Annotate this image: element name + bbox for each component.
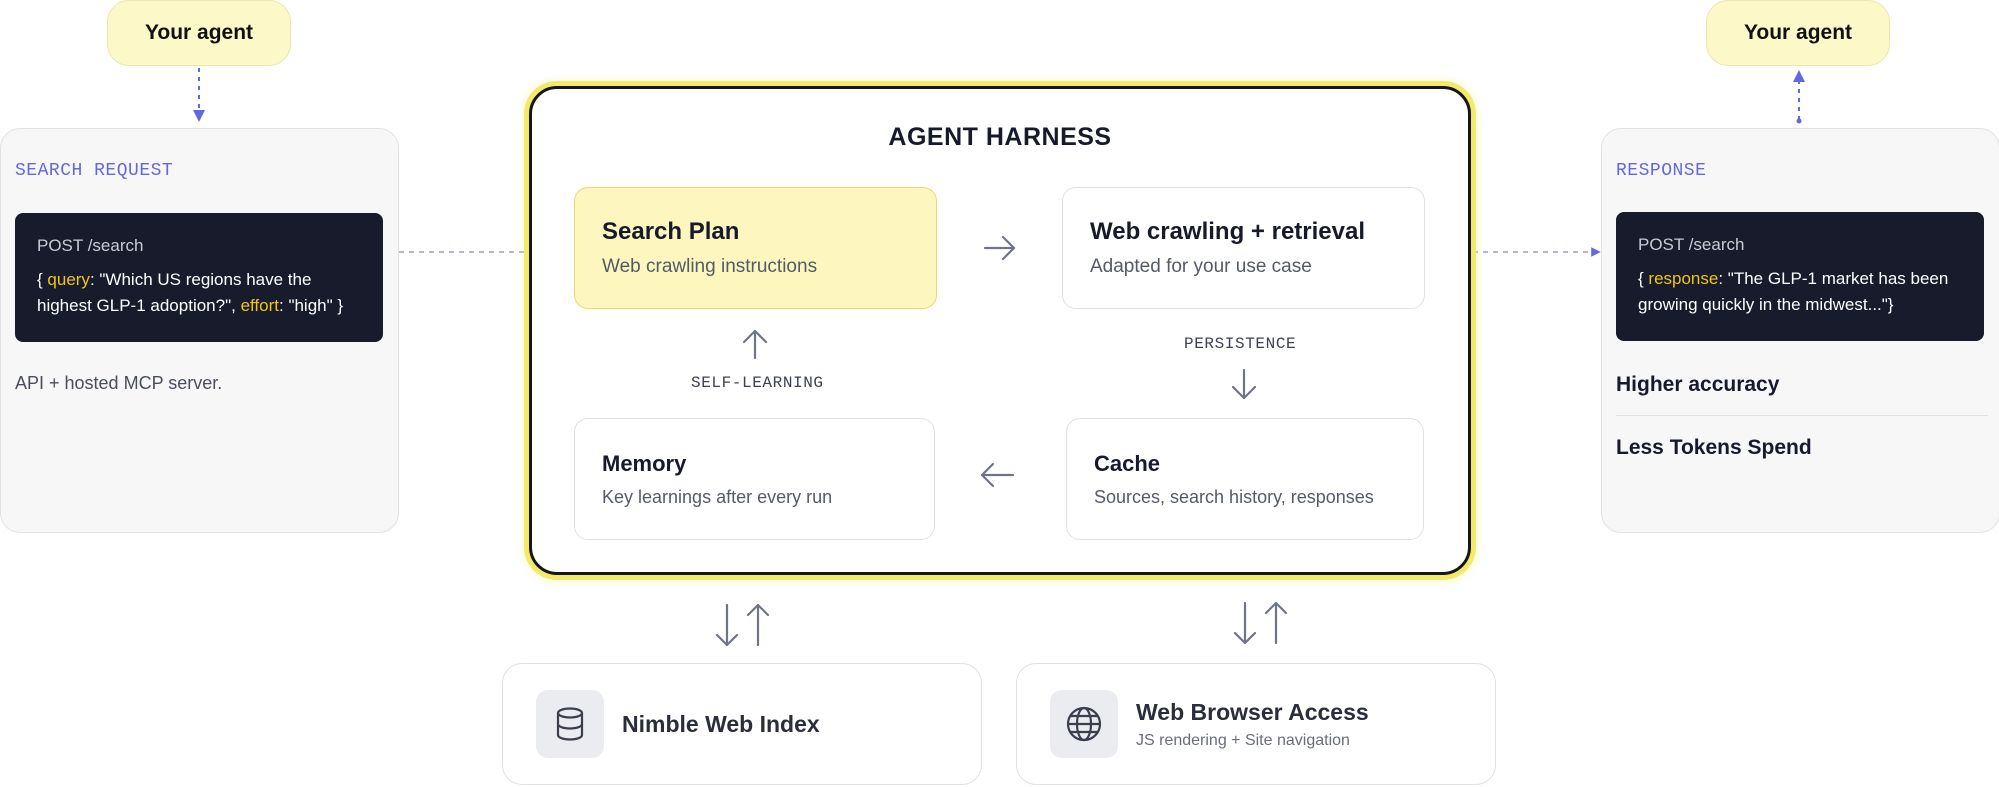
memory-title: Memory [602,450,687,476]
nimble-web-index-card: Nimble Web Index [502,663,982,785]
down-arrow-icon [1231,368,1257,400]
response-title: RESPONSE [1616,161,1707,181]
request-query-key: query [47,270,90,289]
response-method: POST /search [1638,235,1745,254]
web-browser-access-title: Web Browser Access [1136,698,1369,725]
cache-title: Cache [1094,450,1161,476]
database-icon [536,690,604,758]
request-brace: { [37,270,48,289]
self-learning-label: SELF-LEARNING [691,374,824,392]
response-panel: RESPONSE POST /search { response: "The G… [1601,128,1999,533]
benefit-less-tokens: Less Tokens Spend [1616,436,1812,459]
down-up-arrows-icon-right [1233,601,1288,645]
right-arrow-icon [983,235,1016,261]
response-key: response [1648,269,1719,288]
your-agent-left: Your agent [107,0,291,66]
request-effort-key: effort [240,296,279,315]
request-effort-value: : "high" } [279,296,344,315]
your-agent-right: Your agent [1706,0,1890,66]
request-method: POST /search [37,236,144,255]
cache-card: Cache Sources, search history, responses [1066,418,1424,540]
left-arrow-icon [980,462,1015,488]
web-browser-access-card: Web Browser Access JS rendering + Site n… [1016,663,1496,785]
search-request-caption: API + hosted MCP server. [15,373,223,393]
web-crawling-title: Web crawling + retrieval [1090,218,1366,245]
web-browser-access-subtitle: JS rendering + Site navigation [1136,731,1350,749]
response-code: POST /search { response: "The GLP-1 mark… [1616,212,1984,341]
benefit-divider [1616,415,1988,416]
search-plan-subtitle: Web crawling instructions [602,256,818,277]
memory-subtitle: Key learnings after every run [602,486,833,507]
nimble-web-index-title: Nimble Web Index [622,710,820,737]
response-brace: { [1638,269,1649,288]
search-request-title: SEARCH REQUEST [15,161,174,181]
globe-icon [1050,690,1118,758]
search-plan-card: Search Plan Web crawling instructions [574,187,937,309]
agent-harness-title: AGENT HARNESS [888,123,1112,151]
search-request-panel: SEARCH REQUEST POST /search { query: "Wh… [0,128,399,533]
persistence-label: PERSISTENCE [1184,335,1297,353]
request-query-value: : "Which US regions have the highest GLP… [37,270,312,315]
response-value: : "The GLP-1 market has been growing qui… [1638,269,1949,314]
cache-subtitle: Sources, search history, responses [1094,486,1374,507]
search-plan-title: Search Plan [602,218,740,245]
web-crawling-card: Web crawling + retrieval Adapted for you… [1062,187,1425,309]
up-arrow-icon [742,329,768,360]
search-request-code: POST /search { query: "Which US regions … [15,213,383,342]
down-up-arrows-icon-left [715,603,770,647]
benefit-higher-accuracy: Higher accuracy [1616,373,1780,396]
memory-card: Memory Key learnings after every run [574,418,935,540]
web-crawling-subtitle: Adapted for your use case [1090,256,1312,277]
